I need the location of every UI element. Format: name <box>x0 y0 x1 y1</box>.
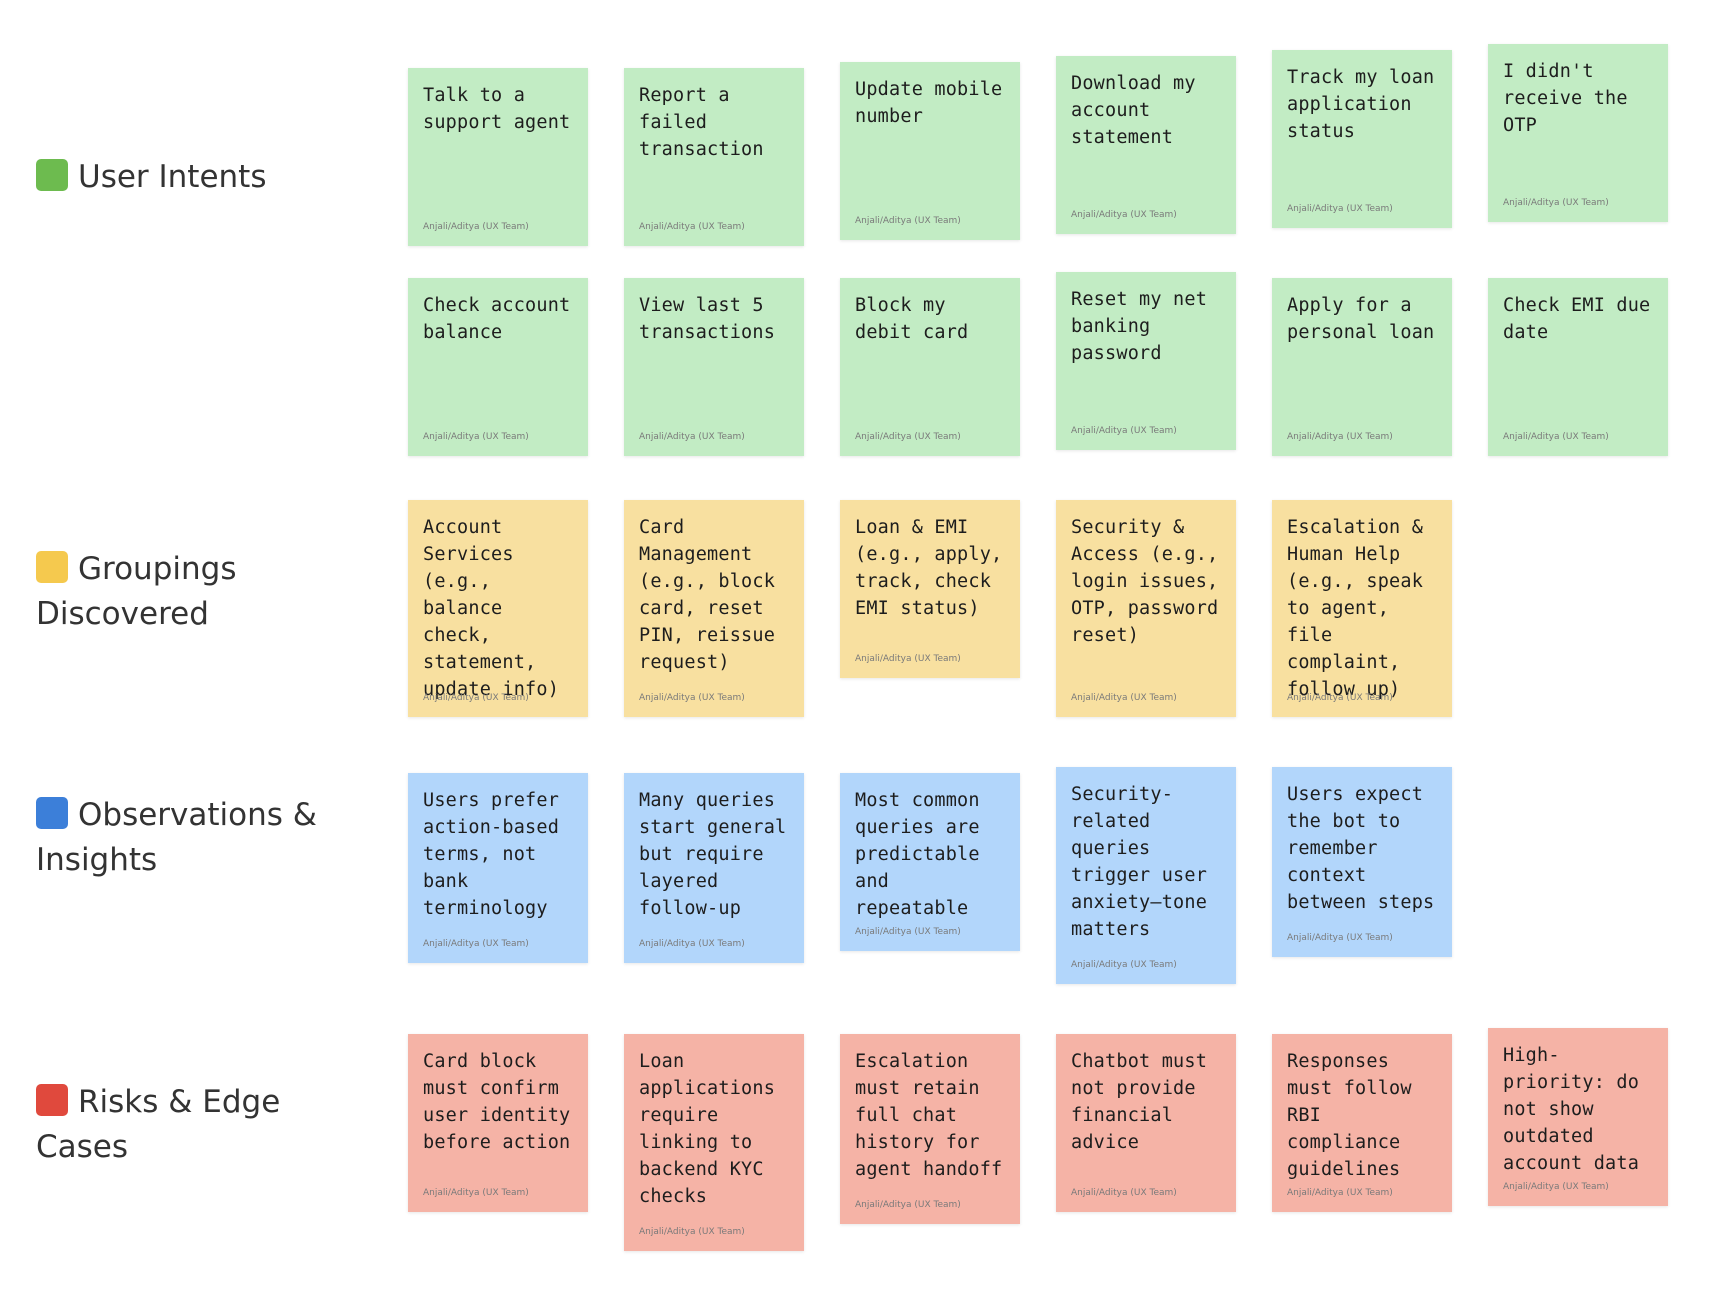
note-text: Chatbot must not provide financial advic… <box>1071 1051 1219 1153</box>
note-author: Anjali/Aditya (UX Team) <box>1071 693 1177 703</box>
note-text: Users expect the bot to remember context… <box>1287 784 1435 913</box>
note-text: High-priority: do not show outdated acco… <box>1503 1045 1651 1174</box>
sticky-note-intent[interactable]: View last 5 transactions Anjali/Aditya (… <box>624 278 804 456</box>
sticky-note-grouping[interactable]: Loan & EMI (e.g., apply, track, check EM… <box>840 500 1020 678</box>
note-author: Anjali/Aditya (UX Team) <box>1287 1188 1393 1198</box>
note-text: Card Management (e.g., block card, reset… <box>639 517 787 673</box>
note-author: Anjali/Aditya (UX Team) <box>1503 198 1609 208</box>
sticky-note-intent[interactable]: Update mobile number Anjali/Aditya (UX T… <box>840 62 1020 240</box>
note-text: Escalation & Human Help (e.g., speak to … <box>1287 517 1435 700</box>
note-text: Security & Access (e.g., login issues, O… <box>1071 517 1230 646</box>
sticky-note-grouping[interactable]: Security & Access (e.g., login issues, O… <box>1056 500 1236 717</box>
note-text: Reset my net banking password <box>1071 289 1219 364</box>
note-author: Anjali/Aditya (UX Team) <box>1071 426 1177 436</box>
note-author: Anjali/Aditya (UX Team) <box>639 432 745 442</box>
note-text: Apply for a personal loan <box>1287 295 1435 343</box>
section-title-groupings: Groupings Discovered <box>36 547 366 637</box>
note-text: Users prefer action-based terms, not ban… <box>423 790 571 919</box>
sticky-note-risk[interactable]: High-priority: do not show outdated acco… <box>1488 1028 1668 1206</box>
note-text: Most common queries are predictable and … <box>855 790 992 919</box>
note-text: Block my debit card <box>855 295 969 343</box>
sticky-note-intent[interactable]: Track my loan application status Anjali/… <box>1272 50 1452 228</box>
sticky-note-insight[interactable]: Many queries start general but require l… <box>624 773 804 963</box>
note-author: Anjali/Aditya (UX Team) <box>855 216 961 226</box>
note-author: Anjali/Aditya (UX Team) <box>855 432 961 442</box>
yellow-square-icon <box>36 551 68 583</box>
sticky-note-intent[interactable]: Check account balance Anjali/Aditya (UX … <box>408 278 588 456</box>
note-author: Anjali/Aditya (UX Team) <box>639 1227 745 1237</box>
note-text: Many queries start general but require l… <box>639 790 798 919</box>
sticky-note-insight[interactable]: Users expect the bot to remember context… <box>1272 767 1452 957</box>
note-text: Update mobile number <box>855 79 1014 127</box>
note-text: Report a failed transaction <box>639 85 764 160</box>
section-title-text: Groupings Discovered <box>36 551 237 632</box>
section-title-text: User Intents <box>78 159 267 195</box>
note-text: Track my loan application status <box>1287 67 1446 142</box>
note-author: Anjali/Aditya (UX Team) <box>855 927 961 937</box>
note-text: Talk to a support agent <box>423 85 571 133</box>
note-author: Anjali/Aditya (UX Team) <box>423 939 529 949</box>
section-title-text: Risks & Edge Cases <box>36 1084 281 1165</box>
note-author: Anjali/Aditya (UX Team) <box>1287 933 1393 943</box>
sticky-note-grouping[interactable]: Escalation & Human Help (e.g., speak to … <box>1272 500 1452 717</box>
sticky-note-risk[interactable]: Responses must follow RBI compliance gui… <box>1272 1034 1452 1212</box>
sticky-note-grouping[interactable]: Account Services (e.g., balance check, s… <box>408 500 588 717</box>
section-title-user-intents: User Intents <box>36 155 366 200</box>
note-author: Anjali/Aditya (UX Team) <box>1071 1188 1177 1198</box>
section-title-observations: Observations & Insights <box>36 793 366 883</box>
note-author: Anjali/Aditya (UX Team) <box>423 693 529 703</box>
section-title-text: Observations & Insights <box>36 797 317 878</box>
note-author: Anjali/Aditya (UX Team) <box>639 693 745 703</box>
red-square-icon <box>36 1084 68 1116</box>
sticky-note-intent[interactable]: Talk to a support agent Anjali/Aditya (U… <box>408 68 588 246</box>
note-text: Loan applications require linking to bac… <box>639 1051 787 1207</box>
note-text: Escalation must retain full chat history… <box>855 1051 1003 1180</box>
note-author: Anjali/Aditya (UX Team) <box>1287 204 1393 214</box>
note-text: Download my account statement <box>1071 73 1208 148</box>
note-text: Account Services (e.g., balance check, s… <box>423 517 560 700</box>
note-author: Anjali/Aditya (UX Team) <box>1071 210 1177 220</box>
sticky-note-insight[interactable]: Security-related queries trigger user an… <box>1056 767 1236 984</box>
note-text: Check EMI due date <box>1503 295 1662 343</box>
note-author: Anjali/Aditya (UX Team) <box>855 654 961 664</box>
note-author: Anjali/Aditya (UX Team) <box>423 432 529 442</box>
note-text: View last 5 transactions <box>639 295 776 343</box>
note-text: Responses must follow RBI compliance gui… <box>1287 1051 1424 1180</box>
sticky-note-risk[interactable]: Chatbot must not provide financial advic… <box>1056 1034 1236 1212</box>
sticky-note-grouping[interactable]: Card Management (e.g., block card, reset… <box>624 500 804 717</box>
note-text: Card block must confirm user identity be… <box>423 1051 582 1153</box>
note-author: Anjali/Aditya (UX Team) <box>1071 960 1177 970</box>
sticky-note-risk[interactable]: Escalation must retain full chat history… <box>840 1034 1020 1224</box>
note-text: Check account balance <box>423 295 582 343</box>
sticky-note-insight[interactable]: Users prefer action-based terms, not ban… <box>408 773 588 963</box>
note-text: I didn't receive the OTP <box>1503 61 1640 136</box>
sticky-note-insight[interactable]: Most common queries are predictable and … <box>840 773 1020 951</box>
sticky-note-intent[interactable]: Apply for a personal loan Anjali/Aditya … <box>1272 278 1452 456</box>
sticky-note-intent[interactable]: Download my account statement Anjali/Adi… <box>1056 56 1236 234</box>
section-title-risks: Risks & Edge Cases <box>36 1080 366 1170</box>
green-square-icon <box>36 159 68 191</box>
sticky-note-risk[interactable]: Loan applications require linking to bac… <box>624 1034 804 1251</box>
note-author: Anjali/Aditya (UX Team) <box>1287 693 1393 703</box>
note-author: Anjali/Aditya (UX Team) <box>1503 432 1609 442</box>
sticky-note-intent[interactable]: Reset my net banking password Anjali/Adi… <box>1056 272 1236 450</box>
sticky-note-intent[interactable]: Report a failed transaction Anjali/Adity… <box>624 68 804 246</box>
sticky-note-risk[interactable]: Card block must confirm user identity be… <box>408 1034 588 1212</box>
note-author: Anjali/Aditya (UX Team) <box>855 1200 961 1210</box>
note-author: Anjali/Aditya (UX Team) <box>639 222 745 232</box>
sticky-note-intent[interactable]: I didn't receive the OTP Anjali/Aditya (… <box>1488 44 1668 222</box>
note-author: Anjali/Aditya (UX Team) <box>423 1188 529 1198</box>
sticky-note-intent[interactable]: Check EMI due date Anjali/Aditya (UX Tea… <box>1488 278 1668 456</box>
note-text: Security-related queries trigger user an… <box>1071 784 1219 940</box>
note-author: Anjali/Aditya (UX Team) <box>639 939 745 949</box>
note-author: Anjali/Aditya (UX Team) <box>423 222 529 232</box>
note-text: Loan & EMI (e.g., apply, track, check EM… <box>855 517 1014 619</box>
sticky-note-intent[interactable]: Block my debit card Anjali/Aditya (UX Te… <box>840 278 1020 456</box>
note-author: Anjali/Aditya (UX Team) <box>1287 432 1393 442</box>
note-author: Anjali/Aditya (UX Team) <box>1503 1182 1609 1192</box>
blue-square-icon <box>36 797 68 829</box>
